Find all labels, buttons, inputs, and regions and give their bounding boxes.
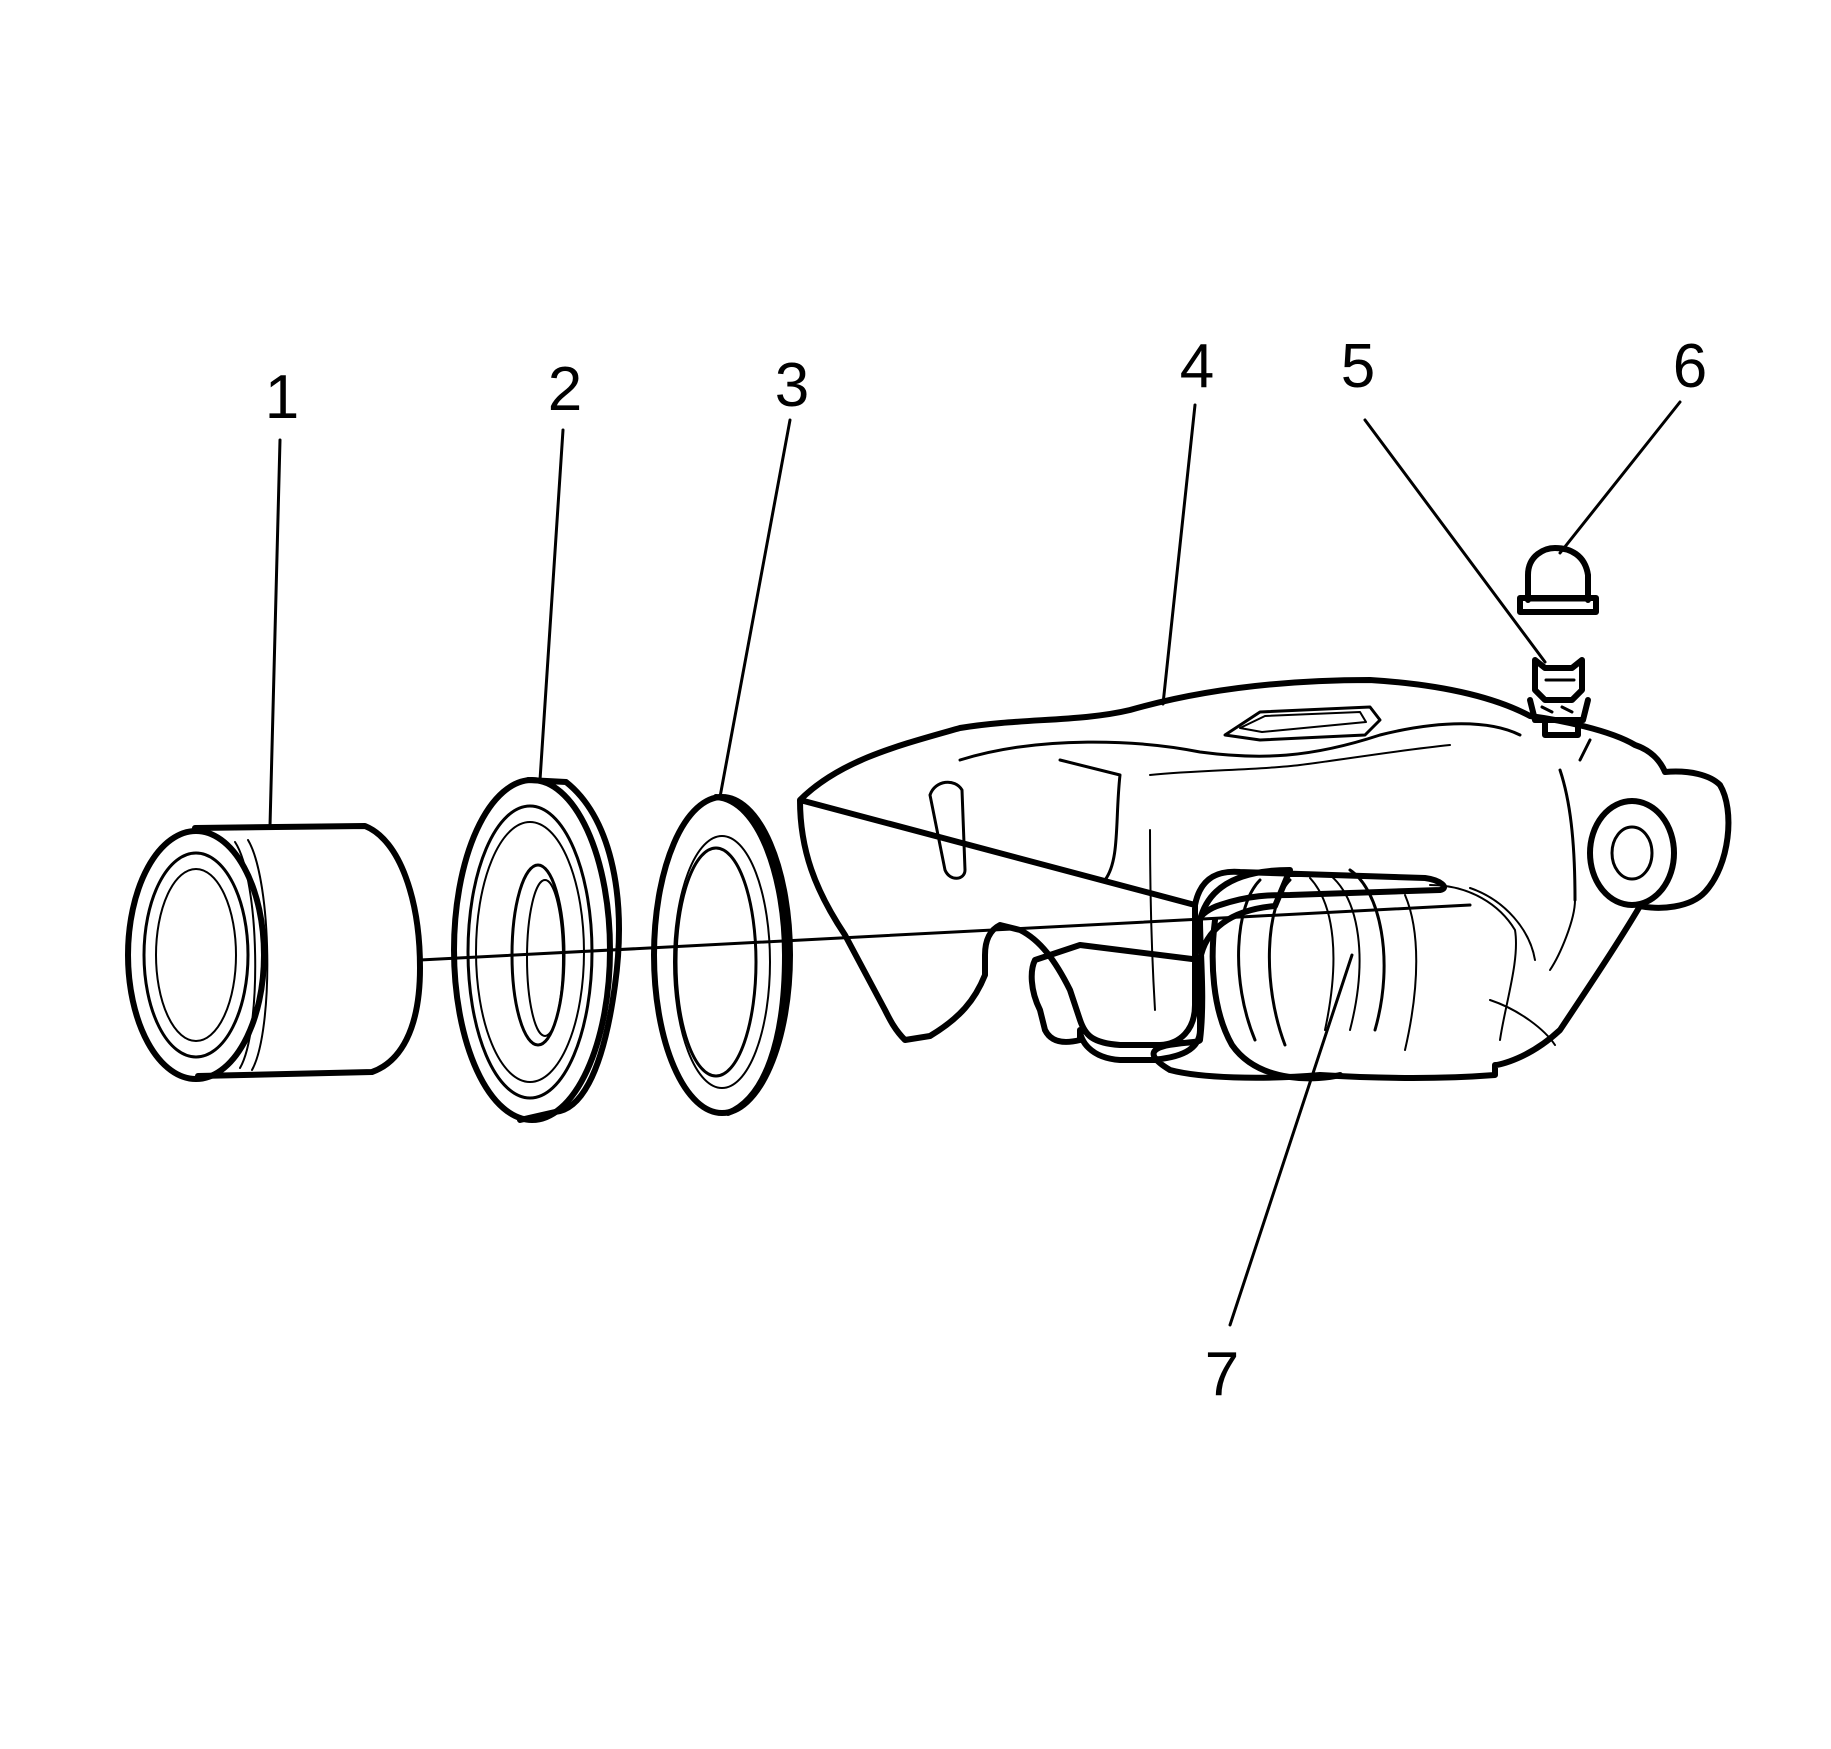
leader-line-7 xyxy=(1228,953,1354,1327)
assembly-axis-line xyxy=(418,903,1472,962)
callout-6: 6 xyxy=(1673,332,1707,401)
callout-labels: 1 2 3 4 5 6 7 xyxy=(265,332,1707,1409)
callout-1: 1 xyxy=(265,363,299,432)
leader-line-3 xyxy=(718,418,792,799)
part-caliper-housing xyxy=(797,677,1732,1082)
part-dust-boot xyxy=(451,777,622,1123)
leader-line-4 xyxy=(1161,403,1197,706)
callout-2: 2 xyxy=(548,355,582,424)
part-bleeder-cap xyxy=(1517,545,1599,615)
leader-line-2 xyxy=(538,428,565,782)
leader-lines xyxy=(268,400,1682,1327)
callout-5: 5 xyxy=(1341,332,1375,401)
part-piston-seal xyxy=(651,794,793,1116)
leader-line-5 xyxy=(1363,418,1547,664)
part-piston xyxy=(125,823,423,1082)
leader-line-1 xyxy=(268,438,282,828)
leader-line-6 xyxy=(1558,400,1682,555)
part-bleeder-valve xyxy=(1527,657,1591,738)
callout-3: 3 xyxy=(775,351,809,420)
callout-7: 7 xyxy=(1205,1340,1239,1409)
callout-4: 4 xyxy=(1180,332,1214,401)
